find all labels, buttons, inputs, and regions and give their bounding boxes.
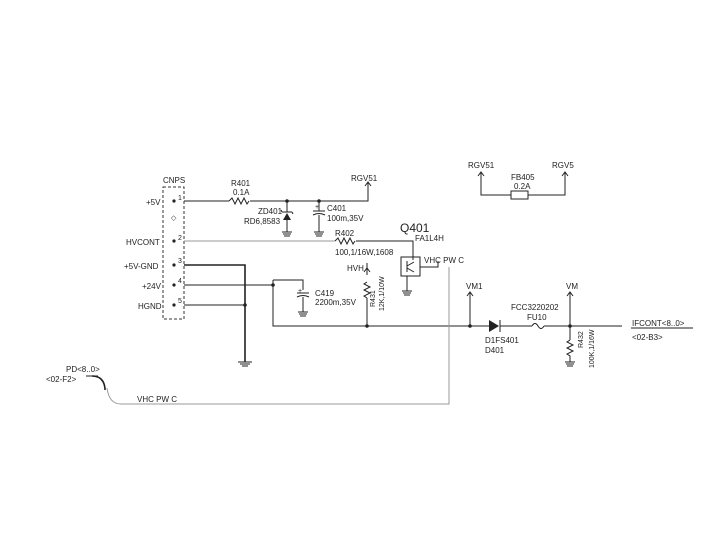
svg-text:100m,35V: 100m,35V bbox=[327, 214, 364, 223]
svg-text:R432: R432 bbox=[578, 331, 585, 348]
svg-text:R402: R402 bbox=[335, 229, 355, 238]
ferrite-fb405-group: RGV51 RGV5 FB405 0.2A bbox=[468, 161, 574, 200]
resistor-r432 bbox=[565, 339, 575, 362]
rail-5v: R401 0.1A RGV51 bbox=[184, 174, 378, 206]
svg-text:+: + bbox=[315, 204, 319, 211]
net-label-vhc-pwc: VHC PW C bbox=[424, 256, 464, 265]
connector-pin-5: 5 HGND bbox=[138, 298, 182, 311]
net-label-hvcont: HVCONT bbox=[126, 238, 160, 247]
bus-pd: PD<8..0> <02-F2> VHC PW C bbox=[46, 267, 450, 405]
net-label-vhc-pwc-bottom: VHC PW C bbox=[137, 395, 177, 404]
bus-ifcont: IFCONT<8..0> <02-B3> bbox=[631, 319, 693, 342]
resistor-r431: HVH R431 12K,1/10W bbox=[347, 263, 386, 326]
svg-text:100,1/16W,1608: 100,1/16W,1608 bbox=[335, 248, 394, 257]
connector-pin-3: 3 +5V-GND bbox=[124, 258, 182, 271]
svg-text:12K,1/10W: 12K,1/10W bbox=[379, 276, 386, 311]
q401-value: FA1L4H bbox=[415, 234, 444, 243]
net-ref-ifcont: <02-B3> bbox=[632, 333, 663, 342]
svg-text:3: 3 bbox=[178, 258, 182, 265]
net-hvcont: R402 100,1/16W,1608 bbox=[184, 229, 414, 260]
net-label-rgv51-top: RGV51 bbox=[351, 174, 378, 183]
svg-text:C401: C401 bbox=[327, 204, 347, 213]
zener-zd401: ZD401 RD6,8583 bbox=[244, 201, 294, 237]
svg-text:5: 5 bbox=[178, 298, 182, 305]
svg-text:1: 1 bbox=[178, 195, 182, 202]
net-label-rgv5: RGV5 bbox=[552, 161, 574, 170]
net-label-pd: PD<8..0> bbox=[66, 365, 100, 374]
capacitor-c401: + C401 100m,35V bbox=[312, 201, 364, 237]
svg-text:R431: R431 bbox=[370, 290, 377, 307]
net-ground-24v bbox=[184, 264, 470, 367]
svg-text:C419: C419 bbox=[315, 289, 335, 298]
q401-ref: Q401 bbox=[400, 221, 430, 235]
svg-text:◇: ◇ bbox=[171, 215, 177, 222]
svg-text:100K,1/16W: 100K,1/16W bbox=[589, 329, 596, 368]
net-vm: VM1 D1FS401 D401 FCC3220202 FU10 VM R432… bbox=[466, 282, 622, 368]
net-ref-pd: <02-F2> bbox=[46, 375, 77, 384]
connector-outline bbox=[162, 186, 185, 320]
net-label-hvh: HVH bbox=[347, 264, 364, 273]
connector-cnps: CNPS 1 +5V ◇ 2 HVCONT 3 +5V-GND 4 +24V 5… bbox=[124, 176, 185, 320]
net-label-rgv51: RGV51 bbox=[468, 161, 495, 170]
svg-text:2: 2 bbox=[178, 235, 182, 242]
fuse-fu10 bbox=[531, 323, 545, 329]
connector-pin-2: 2 HVCONT bbox=[126, 235, 182, 247]
diode-d401 bbox=[489, 320, 499, 332]
net-label-vm: VM bbox=[566, 282, 578, 291]
svg-text:4: 4 bbox=[178, 278, 182, 285]
svg-text:FCC3220202: FCC3220202 bbox=[511, 303, 559, 312]
connector-pin-1: 1 +5V bbox=[146, 195, 182, 207]
svg-text:+: + bbox=[298, 288, 302, 295]
r401-ref: R401 bbox=[231, 179, 251, 188]
ferrite-fb405 bbox=[510, 190, 529, 200]
net-label-24v: +24V bbox=[142, 282, 162, 291]
svg-text:FU10: FU10 bbox=[527, 313, 547, 322]
net-label-5v-gnd: +5V-GND bbox=[124, 262, 159, 271]
connector-pin-4: 4 +24V bbox=[142, 278, 182, 291]
transistor-q401: Q401 FA1L4H VHC PW C bbox=[400, 221, 464, 296]
svg-text:0.2A: 0.2A bbox=[514, 182, 531, 191]
capacitor-c419: + C419 2200m,35V bbox=[296, 288, 357, 317]
resistor-r402 bbox=[334, 236, 356, 246]
net-label-vm1: VM1 bbox=[466, 282, 483, 291]
net-label-hgnd: HGND bbox=[138, 302, 162, 311]
svg-text:FB405: FB405 bbox=[511, 173, 535, 182]
svg-text:D1FS401: D1FS401 bbox=[485, 336, 519, 345]
svg-text:RD6,8583: RD6,8583 bbox=[244, 217, 281, 226]
svg-text:ZD401: ZD401 bbox=[258, 207, 283, 216]
connector-name: CNPS bbox=[163, 176, 185, 185]
svg-text:2200m,35V: 2200m,35V bbox=[315, 298, 357, 307]
r401-value: 0.1A bbox=[233, 188, 250, 197]
net-label-5v: +5V bbox=[146, 198, 161, 207]
resistor-r401 bbox=[228, 196, 250, 206]
svg-text:D401: D401 bbox=[485, 346, 505, 355]
net-label-ifcont: IFCONT<8..0> bbox=[632, 319, 685, 328]
